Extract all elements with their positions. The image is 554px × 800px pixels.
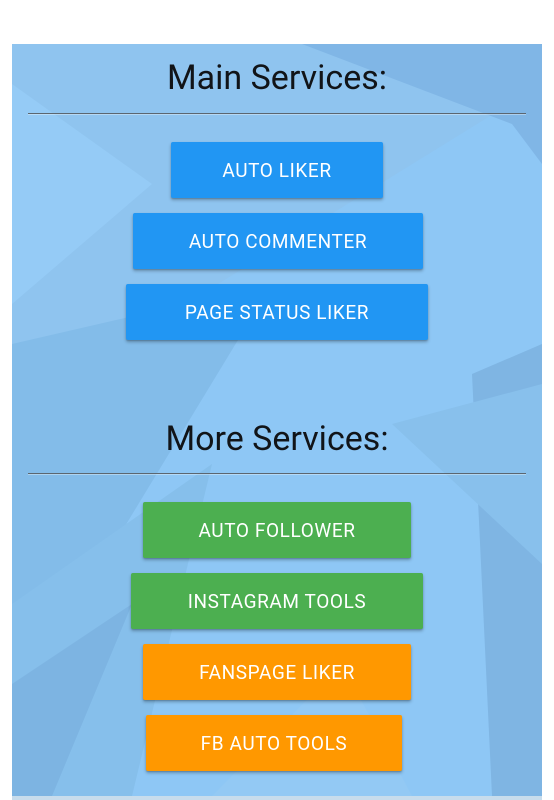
- main-services-title: Main Services:: [166, 58, 388, 98]
- page-status-liker-button[interactable]: PAGE STATUS LIKER: [126, 284, 428, 340]
- main-services-divider: [28, 113, 526, 114]
- instagram-tools-button[interactable]: INSTAGRAM TOOLS: [131, 573, 423, 629]
- bottom-edge: [12, 796, 542, 800]
- auto-commenter-button[interactable]: AUTO COMMENTER: [133, 213, 423, 269]
- more-services-divider: [28, 473, 526, 474]
- auto-liker-button[interactable]: AUTO LIKER: [171, 142, 383, 198]
- fb-auto-tools-button[interactable]: FB AUTO TOOLS: [146, 715, 402, 771]
- more-services-title: More Services:: [165, 419, 389, 459]
- services-panel: Main Services: AUTO LIKER AUTO COMMENTER…: [12, 44, 542, 796]
- fanspage-liker-button[interactable]: FANSPAGE LIKER: [143, 644, 411, 700]
- auto-follower-button[interactable]: AUTO FOLLOWER: [143, 502, 411, 558]
